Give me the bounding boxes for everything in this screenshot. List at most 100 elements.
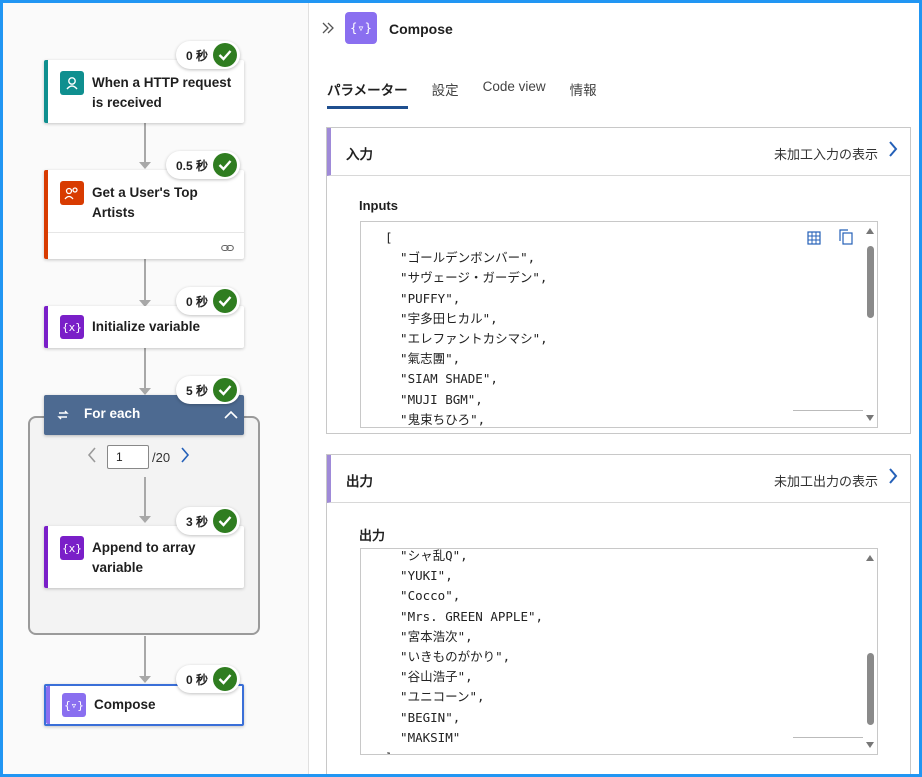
duration-text: 3 秒 [186, 514, 209, 529]
iteration-input[interactable] [107, 445, 149, 469]
copy-icon[interactable] [839, 229, 853, 249]
code-line: "シャ乱Q", [385, 548, 468, 563]
inputs-code-box[interactable]: [ "ゴールデンボンバー", "サヴェージ・ガーデン", "PUFFY", "宇… [360, 221, 878, 428]
variable-icon: {x} [60, 536, 84, 560]
detail-panel: {▿} Compose パラメーター 設定 Code view 情報 入力 未加… [308, 3, 919, 774]
step-label: Append to array variable [92, 540, 196, 575]
step-stripe [44, 306, 48, 348]
code-line: "氣志團", [385, 351, 461, 367]
section-title: 出力 [346, 474, 373, 489]
flow-canvas[interactable]: When a HTTP request is received 0 秒 Get … [3, 3, 308, 774]
inputs-label: Inputs [359, 198, 398, 213]
scrollbar[interactable] [863, 222, 877, 427]
duration-badge: 0 秒 [176, 41, 241, 69]
duration-text: 5 秒 [186, 383, 209, 398]
code-line: "谷山浩子", [385, 669, 473, 685]
connector-arrow [139, 516, 151, 523]
input-section: 入力 未加工入力の表示 Inputs [ "ゴールデンボンバー", "サヴェージ… [326, 127, 911, 434]
step-append-array[interactable]: {x} Append to array variable [44, 526, 244, 588]
code-line: "ゴールデンボンバー", [385, 250, 536, 266]
code-line: "Mrs. GREEN APPLE", [385, 608, 544, 624]
connector-arrow [139, 162, 151, 169]
code-line: "BEGIN", [385, 709, 461, 725]
success-check-icon [213, 667, 238, 691]
prev-chevron-icon[interactable] [87, 447, 97, 467]
chevron-right-icon[interactable] [888, 468, 898, 489]
collapse-chevron-icon[interactable] [224, 405, 238, 424]
section-title: 入力 [346, 147, 373, 162]
connector-arrow [139, 676, 151, 683]
step-label: Compose [94, 697, 156, 712]
loop-icon [56, 407, 70, 426]
connector-arrow [139, 300, 151, 307]
connector [144, 348, 146, 394]
inputs-code: [ "ゴールデンボンバー", "サヴェージ・ガーデン", "PUFFY", "宇… [385, 228, 548, 427]
duration-badge: 3 秒 [176, 507, 241, 535]
step-http-request[interactable]: When a HTTP request is received [44, 60, 244, 123]
code-line: "SIAM SHADE", [385, 371, 498, 387]
connector [144, 477, 146, 517]
tab-settings[interactable]: 設定 [431, 83, 459, 98]
duration-badge: 0.5 秒 [166, 151, 241, 179]
code-line: "MAKSIM" [385, 729, 461, 745]
scroll-thumb[interactable] [867, 653, 874, 725]
compose-icon: {▿} [62, 693, 86, 717]
duration-text: 0 秒 [186, 48, 209, 63]
connector [144, 259, 146, 305]
tab-parameters[interactable]: パラメーター [327, 79, 408, 109]
table-view-icon[interactable] [807, 230, 821, 249]
connector-arrow [139, 388, 151, 395]
tab-code-view[interactable]: Code view [482, 79, 546, 94]
show-raw-inputs-link[interactable]: 未加工入力の表示 [773, 147, 878, 162]
scrollbar[interactable] [863, 549, 877, 754]
scroll-up-icon[interactable] [866, 555, 874, 561]
duration-badge: 0 秒 [176, 665, 241, 693]
code-line: ] [385, 748, 543, 754]
step-top-artists[interactable]: Get a User's Top Artists [44, 170, 244, 259]
tab-bar: パラメーター 設定 Code view 情報 [327, 79, 621, 109]
connector [144, 123, 146, 165]
duration-text: 0 秒 [186, 672, 209, 687]
output-section: 出力 未加工出力の表示 出力 "シャ乱Q", "YUKI", "Cocco", … [326, 454, 911, 774]
step-label: Initialize variable [92, 319, 201, 334]
code-line: [ [385, 230, 393, 245]
chevron-right-icon[interactable] [888, 141, 898, 162]
link-icon [221, 238, 234, 257]
scroll-down-icon[interactable] [866, 742, 874, 748]
scroll-up-icon[interactable] [866, 228, 874, 234]
code-line: "エレファントカシマシ", [385, 331, 548, 347]
divider [793, 410, 863, 411]
code-line: "PUFFY", [385, 290, 461, 306]
iteration-pager: /20 [87, 445, 190, 469]
collapse-panel-icon[interactable] [321, 20, 335, 39]
code-line: "サヴェージ・ガーデン", [385, 270, 548, 286]
duration-badge: 0 秒 [176, 287, 241, 315]
duration-text: 0 秒 [186, 294, 209, 309]
step-stripe [46, 686, 50, 724]
output-section-header[interactable]: 出力 未加工出力の表示 [327, 455, 910, 503]
code-line: "YUKI", [385, 568, 453, 584]
code-line: "いきものがかり", [385, 649, 511, 665]
input-section-header[interactable]: 入力 未加工入力の表示 [327, 128, 910, 176]
connector [144, 636, 146, 676]
http-request-icon [60, 71, 84, 95]
divider [793, 737, 863, 738]
scroll-thumb[interactable] [867, 246, 874, 318]
duration-text: 0.5 秒 [176, 158, 209, 173]
code-line: "鬼束ちひろ", [385, 411, 486, 427]
step-label: Get a User's Top Artists [92, 185, 198, 220]
show-raw-outputs-link[interactable]: 未加工出力の表示 [773, 474, 878, 489]
step-stripe [44, 60, 48, 123]
code-line: "MUJI BGM", [385, 391, 483, 407]
tab-info[interactable]: 情報 [569, 83, 597, 98]
success-check-icon [213, 153, 238, 177]
next-chevron-icon[interactable] [180, 447, 190, 467]
outputs-code-box[interactable]: "シャ乱Q", "YUKI", "Cocco", "Mrs. GREEN APP… [360, 548, 878, 755]
scroll-down-icon[interactable] [866, 415, 874, 421]
iteration-total: /20 [152, 449, 171, 465]
success-check-icon [213, 509, 238, 533]
step-label: For each [84, 406, 141, 421]
code-line: "ユニコーン", [385, 689, 485, 705]
outputs-label: 出力 [359, 528, 386, 543]
variable-icon: {x} [60, 315, 84, 339]
